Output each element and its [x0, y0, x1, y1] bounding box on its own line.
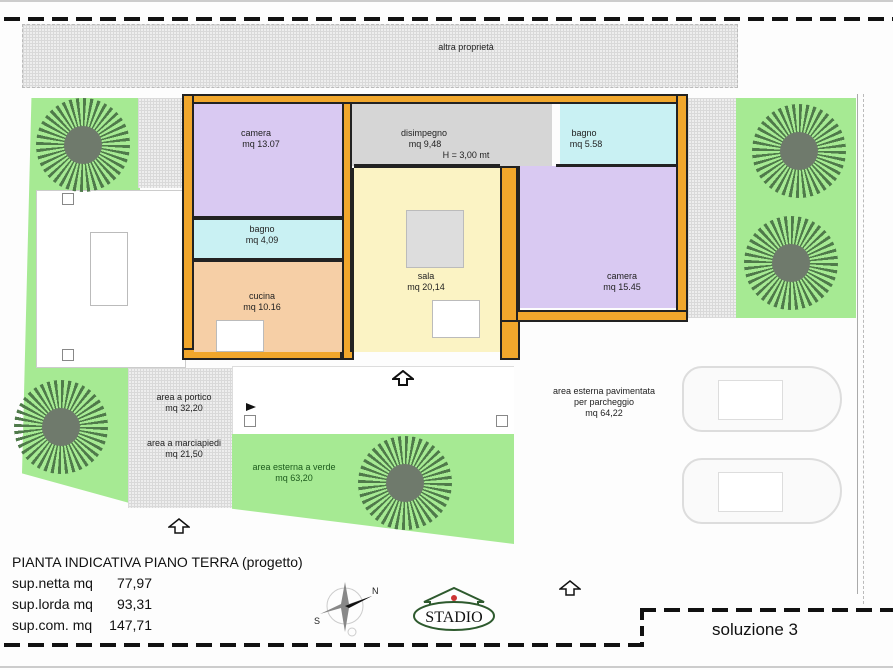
summary-label: sup.lorda mq [12, 596, 93, 612]
summary-row: sup.lorda mq 93,31 [12, 595, 152, 614]
summary-label: sup.com. mq [12, 617, 93, 633]
room-area: mq 10.16 [243, 302, 281, 312]
pillar [62, 349, 74, 361]
area-label: area a marciapiedi [146, 438, 222, 448]
ceiling-height: H = 3,00 mt [442, 150, 490, 160]
portico-arrow-icon [246, 398, 256, 411]
room-area: mq 20,14 [407, 282, 445, 292]
summary-value: 77,97 [116, 575, 152, 591]
summary-row: sup.netta mq 77,97 [12, 574, 152, 593]
car-icon [682, 458, 842, 524]
right-paved-strip [688, 98, 738, 318]
area-value: mq 63,20 [275, 473, 313, 483]
compass-icon: N S [312, 574, 382, 640]
room-label: sala [417, 271, 435, 281]
wall [556, 164, 678, 167]
bottom-border [0, 666, 893, 668]
room-area: mq 9,48 [408, 139, 442, 149]
right-boundary [857, 94, 858, 594]
room-label: bagno [571, 128, 597, 138]
front-terrace [232, 366, 516, 436]
area-value: mq 64,22 [585, 408, 623, 418]
area-label: area esterna a verde [252, 462, 336, 472]
wall [500, 166, 518, 322]
right-boundary-dashed [863, 94, 864, 604]
svg-text:S: S [314, 616, 320, 626]
wall [354, 164, 500, 168]
solution-box-edge [640, 610, 644, 646]
entrance-arrow-icon [166, 518, 192, 534]
entrance-arrow-icon [390, 369, 416, 386]
room-label: bagno [249, 224, 275, 234]
area-value: mq 21,50 [165, 449, 203, 459]
wall [500, 310, 688, 322]
wall [676, 94, 688, 322]
room-area: mq 4,09 [245, 235, 279, 245]
area-label: area a portico [156, 392, 212, 402]
room-label: camera [240, 128, 272, 138]
wall [194, 216, 342, 220]
room-label: camera [606, 271, 638, 281]
wall [182, 94, 688, 104]
room-bagno-2 [194, 220, 342, 258]
plan-title: PIANTA INDICATIVA PIANO TERRA (progetto) [12, 554, 303, 570]
area-value: mq 32,20 [165, 403, 203, 413]
pillar [62, 193, 74, 205]
solution-label: soluzione 3 [712, 620, 799, 639]
summary-value: 93,31 [116, 596, 152, 612]
room-camera-2 [520, 166, 676, 308]
property-boundary-bottom [4, 643, 644, 647]
car-icon [682, 366, 842, 432]
tree-icon [358, 436, 452, 530]
wall [342, 104, 352, 352]
tree-icon [752, 104, 846, 198]
summary-row: sup.com. mq 147,71 [12, 616, 152, 635]
summary-label: sup.netta mq [12, 575, 93, 591]
logo-text: STADIO [425, 609, 483, 626]
pillar [244, 415, 256, 427]
stadio-logo: STADIO [410, 584, 498, 632]
neighbor-label: altra proprietà [438, 42, 494, 52]
property-boundary-top [4, 17, 893, 21]
left-paved-strip [138, 98, 184, 188]
sala-table [432, 300, 480, 338]
room-camera-1 [194, 104, 342, 218]
room-area: mq 15.45 [603, 282, 641, 292]
room-label: disimpegno [400, 128, 448, 138]
sidewalk-area [128, 368, 232, 508]
solution-box-top [640, 608, 893, 612]
entrance-arrow-icon [557, 580, 583, 596]
area-label: per parcheggio [573, 397, 635, 407]
portico-table [90, 232, 128, 306]
top-border [0, 0, 893, 2]
wall [182, 94, 194, 360]
room-bagno-1 [560, 104, 676, 164]
neighbor-property [22, 24, 738, 88]
room-label: cucina [248, 291, 276, 301]
room-area: mq 5.58 [569, 139, 603, 149]
wall [194, 258, 342, 262]
pillar [496, 415, 508, 427]
summary-value: 147,71 [109, 617, 152, 633]
room-area: mq 13.07 [242, 139, 280, 149]
sala-sofa [406, 210, 464, 268]
kitchen-table [216, 320, 264, 352]
svg-text:N: N [372, 586, 379, 596]
tree-icon [744, 216, 838, 310]
tree-icon [14, 380, 108, 474]
room-disimpegno [352, 104, 552, 166]
area-label: area esterna pavimentata [552, 386, 656, 396]
tree-icon [36, 98, 130, 192]
